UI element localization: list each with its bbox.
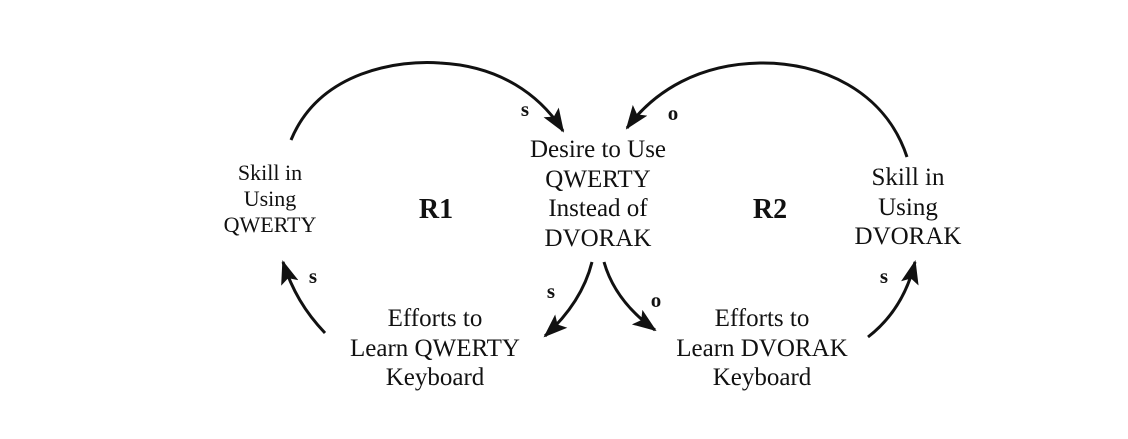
node-text-line: Desire to Use — [529, 136, 667, 163]
node-skill-in-using-qwerty: Skill in Using QWERTY — [224, 160, 317, 238]
node-text-line: Keyboard — [385, 364, 485, 391]
node-text-line: Learn DVORAK — [676, 334, 848, 362]
link-desire-to-efforts-dvorak — [602, 261, 657, 332]
node-text-line: Efforts to — [387, 305, 483, 332]
link-efforts-dvorak-to-skill-dvorak — [867, 260, 919, 339]
polarity-efforts-dvorak-to-skill-dvorak: s — [879, 264, 889, 288]
node-text-line: Learn QWERTY — [350, 334, 520, 362]
polarity-skill-dvorak-to-desire: o — [667, 101, 679, 125]
node-text-line: QWERTY — [223, 211, 317, 237]
link-skill-qwerty-to-desire — [289, 61, 565, 141]
node-text-line: Skill in — [871, 164, 945, 191]
node-skill-in-using-dvorak: Skill in Using DVORAK — [855, 163, 962, 252]
link-efforts-qwerty-to-skill-qwerty — [281, 260, 327, 335]
node-efforts-learn-dvorak: Efforts to Learn DVORAK Keyboard — [676, 304, 847, 393]
node-text-line: Keyboard — [712, 364, 812, 391]
link-desire-to-efforts-qwerty — [543, 261, 594, 338]
node-text-line: DVORAK — [854, 223, 962, 250]
node-text-line: QWERTY — [545, 165, 651, 193]
polarity-desire-to-efforts-dvorak: o — [650, 288, 662, 312]
node-text-line: DVORAK — [544, 224, 652, 252]
loop-label-r2: R2 — [752, 194, 788, 225]
node-text-line: Using — [243, 185, 297, 211]
node-text-line: Using — [878, 193, 938, 221]
node-text-line: Efforts to — [714, 305, 810, 332]
polarity-desire-to-efforts-qwerty: s — [546, 279, 556, 303]
node-efforts-learn-qwerty: Efforts to Learn QWERTY Keyboard — [350, 304, 520, 393]
polarity-skill-qwerty-to-desire: s — [520, 97, 530, 121]
link-skill-dvorak-to-desire — [625, 61, 909, 158]
loop-label-r1: R1 — [418, 194, 454, 225]
node-text-line: Skill in — [237, 160, 303, 185]
polarity-efforts-qwerty-to-skill-qwerty: s — [308, 264, 318, 288]
node-text-line: Instead of — [548, 195, 648, 222]
node-desire-to-use-qwerty: Desire to Use QWERTY Instead of DVORAK — [530, 135, 666, 253]
